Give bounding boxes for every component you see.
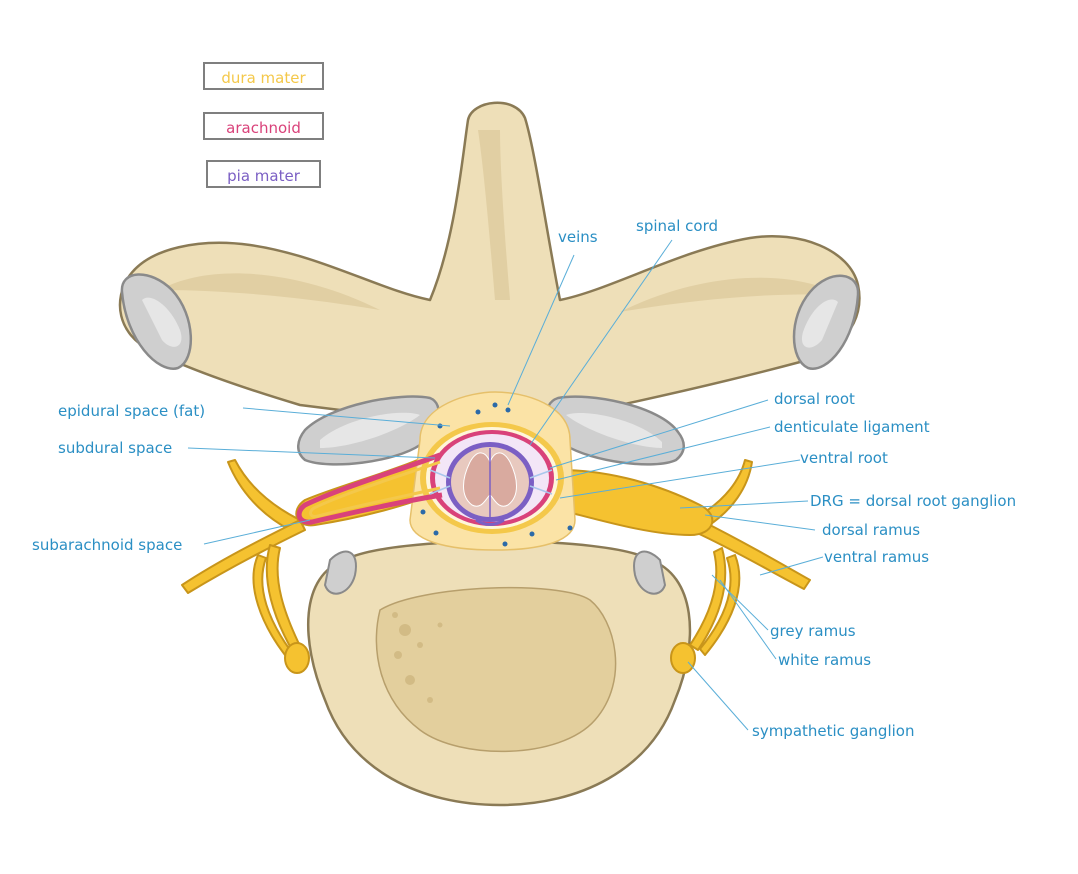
label-drg: DRG = dorsal root ganglion [810, 492, 1017, 510]
label-veins: veins [558, 228, 598, 246]
legend-dura-mater-text: dura mater [221, 69, 306, 87]
label-ventral-root: ventral root [800, 449, 888, 467]
label-subdural-space: subdural space [58, 439, 173, 457]
label-spinal-cord: spinal cord [636, 217, 718, 235]
label-ventral-ramus: ventral ramus [824, 548, 930, 566]
label-subarachnoid-space: subarachnoid space [32, 536, 183, 554]
legend-pia-mater-text: pia mater [227, 167, 300, 185]
label-denticulate-ligament: denticulate ligament [774, 418, 930, 436]
legend-dura-mater: dura mater [203, 62, 324, 90]
legend-arachnoid-text: arachnoid [226, 119, 301, 137]
label-white-ramus: white ramus [778, 651, 872, 669]
legend-arachnoid: arachnoid [203, 112, 324, 140]
label-dorsal-root: dorsal root [774, 390, 855, 408]
leader-lines [187, 239, 824, 731]
vertebral-arch [118, 101, 861, 466]
label-dorsal-ramus: dorsal ramus [822, 521, 921, 539]
label-epidural-space: epidural space (fat) [58, 402, 206, 420]
meninges [296, 391, 576, 551]
vertebral-body [306, 540, 692, 807]
legend-pia-mater: pia mater [206, 160, 321, 188]
label-grey-ramus: grey ramus [770, 622, 856, 640]
label-sympathetic-ganglion: sympathetic ganglion [752, 722, 915, 740]
